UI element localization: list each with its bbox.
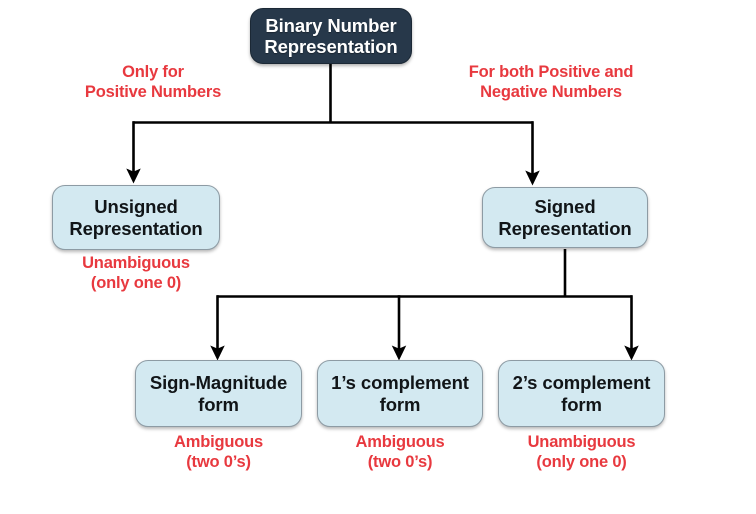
note-twos-complement-line2: (only one 0) [536, 453, 627, 472]
node-binary-number-representation[interactable]: Binary Number Representation [250, 8, 412, 64]
annotation-right-line1: For both Positive and [468, 63, 634, 81]
node-root-line2: Representation [264, 36, 398, 57]
note-sign-magnitude-line1: Ambiguous [174, 433, 263, 451]
note-unsigned-line1: Unambiguous [82, 254, 190, 272]
node-twos-complement-line2: form [561, 393, 602, 415]
note-twos-complement-line1: Unambiguous [527, 433, 636, 451]
note-unsigned-line2: (only one 0) [90, 274, 182, 293]
note-ones-complement-line1: Ambiguous [355, 433, 445, 451]
node-sign-magnitude-line1: Sign-Magnitude [149, 372, 288, 394]
node-sign-magnitude-line2: form [198, 393, 239, 415]
annotation-left-line1: Only for [122, 63, 184, 81]
node-signed-line1: Signed [534, 196, 596, 218]
note-sign-magnitude-line2: (two 0’s) [186, 453, 251, 472]
node-ones-complement-form[interactable]: 1’s complement form [317, 360, 483, 427]
node-signed-representation[interactable]: Signed Representation [482, 187, 648, 248]
annotation-only-for-positive-numbers: Only for Positive Numbers [58, 62, 248, 102]
node-sign-magnitude-form[interactable]: Sign-Magnitude form [135, 360, 302, 427]
node-ones-complement-line2: form [379, 393, 421, 415]
note-twos-complement-unambiguous: Unambiguous (only one 0) [498, 432, 665, 472]
annotation-for-both-positive-and-negative-numbers: For both Positive and Negative Numbers [437, 62, 665, 102]
node-root-line1: Binary Number [265, 14, 397, 36]
note-ones-complement-line2: (two 0’s) [367, 453, 433, 472]
annotation-right-line2: Negative Numbers [480, 83, 622, 102]
node-unsigned-line2: Representation [69, 217, 203, 239]
note-ones-complement-ambiguous: Ambiguous (two 0’s) [317, 432, 483, 472]
note-sign-magnitude-ambiguous: Ambiguous (two 0’s) [135, 432, 302, 472]
node-ones-complement-line1: 1’s complement [331, 372, 469, 394]
node-unsigned-representation[interactable]: Unsigned Representation [52, 185, 220, 250]
node-unsigned-line1: Unsigned [94, 196, 178, 218]
node-twos-complement-line1: 2’s complement [512, 372, 651, 394]
node-twos-complement-form[interactable]: 2’s complement form [498, 360, 665, 427]
note-unsigned-unambiguous: Unambiguous (only one 0) [46, 253, 226, 293]
annotation-left-line2: Positive Numbers [84, 83, 222, 102]
node-signed-line2: Representation [498, 217, 632, 239]
